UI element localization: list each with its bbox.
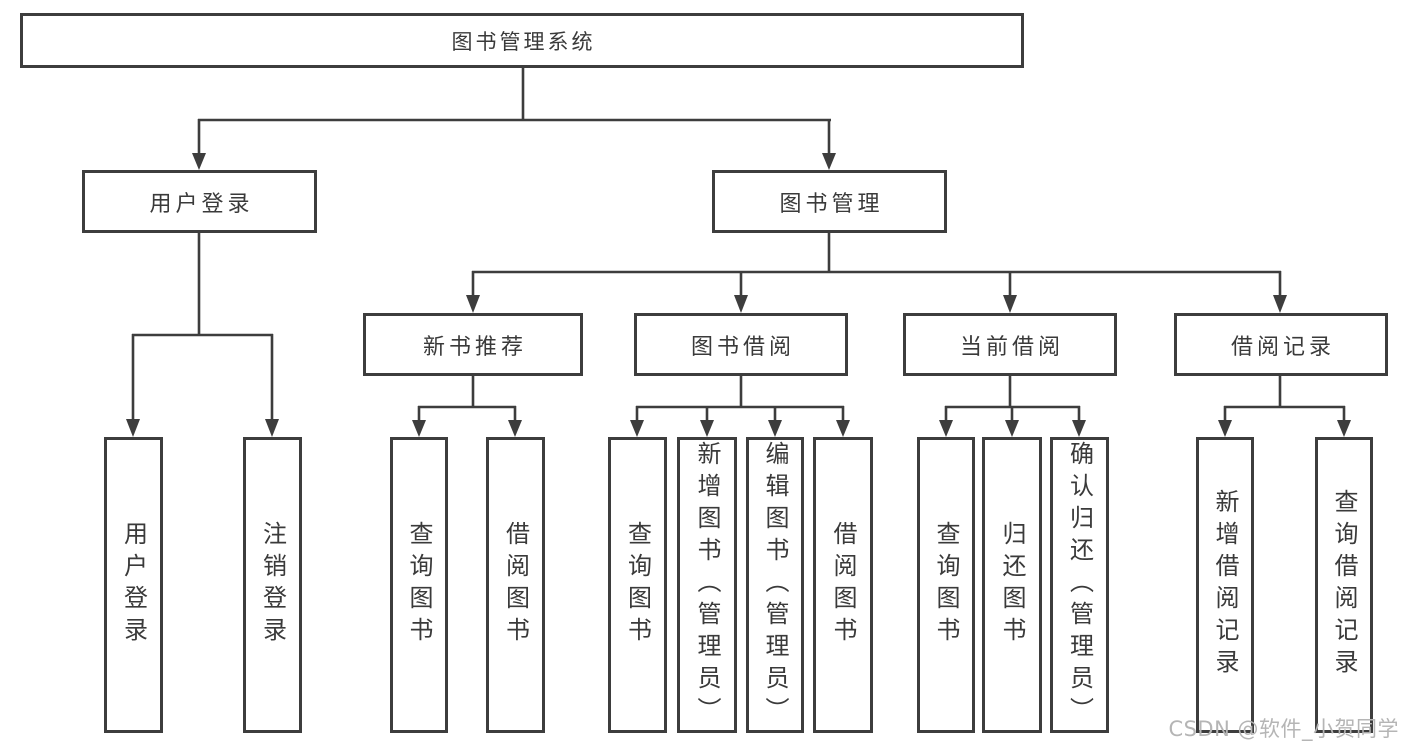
connector-user-login-branch <box>126 232 279 437</box>
leaf-borrow-books: 借阅图书 <box>813 437 873 733</box>
leaf-borrow-books-label: 借阅图书 <box>829 521 857 649</box>
leaf-confirm-return-admin-label: 确认归还（管理员） <box>1065 441 1094 729</box>
node-book-borrow-label: 图书借阅 <box>690 334 795 360</box>
node-user-login-label: 用户登录 <box>149 191 254 217</box>
leaf-query-books-recommend: 查询图书 <box>390 437 448 733</box>
connector-borrow-records-children <box>1218 375 1351 437</box>
leaf-query-books-current: 查询图书 <box>917 437 975 733</box>
leaf-query-books-borrow: 查询图书 <box>608 437 667 733</box>
leaf-user-login-label: 用户登录 <box>119 521 148 649</box>
node-root: 图书管理系统 <box>20 13 1024 68</box>
leaf-add-borrow-record-label: 新增借阅记录 <box>1211 489 1239 681</box>
node-user-login: 用户登录 <box>82 170 317 233</box>
leaf-add-book-admin-label: 新增图书（管理员） <box>693 441 721 729</box>
leaf-borrow-books-recommend-label: 借阅图书 <box>501 521 530 649</box>
leaf-query-books-current-label: 查询图书 <box>932 521 960 649</box>
leaf-edit-book-admin: 编辑图书（管理员） <box>746 437 804 733</box>
node-current-borrow-label: 当前借阅 <box>959 334 1064 360</box>
leaf-return-book-label: 归还图书 <box>998 521 1026 649</box>
leaf-edit-book-admin-label: 编辑图书（管理员） <box>761 441 789 729</box>
node-new-book-recommend: 新书推荐 <box>363 313 583 376</box>
node-book-management: 图书管理 <box>712 170 947 233</box>
node-book-borrow: 图书借阅 <box>634 313 848 376</box>
leaf-user-login: 用户登录 <box>104 437 163 733</box>
leaf-logout-label: 注销登录 <box>258 521 287 649</box>
leaf-borrow-books-recommend: 借阅图书 <box>486 437 545 733</box>
leaf-query-books-borrow-label: 查询图书 <box>623 521 652 649</box>
node-root-label: 图书管理系统 <box>451 29 596 54</box>
connector-book-management-to-level3 <box>466 232 1287 313</box>
node-current-borrow: 当前借阅 <box>903 313 1117 376</box>
leaf-return-book: 归还图书 <box>982 437 1042 733</box>
leaf-add-borrow-record: 新增借阅记录 <box>1196 437 1254 733</box>
node-book-management-label: 图书管理 <box>779 191 884 217</box>
connector-book-borrow-children <box>630 375 850 437</box>
leaf-query-borrow-record: 查询借阅记录 <box>1315 437 1373 733</box>
node-borrow-records: 借阅记录 <box>1174 313 1388 376</box>
connector-current-borrow-children <box>939 375 1086 437</box>
connector-root-to-level2 <box>192 68 836 170</box>
node-borrow-records-label: 借阅记录 <box>1230 334 1335 360</box>
csdn-watermark: CSDN @软件_小贺同学 <box>1168 717 1399 741</box>
node-new-book-recommend-label: 新书推荐 <box>422 334 527 360</box>
leaf-query-books-recommend-label: 查询图书 <box>405 521 433 649</box>
leaf-logout: 注销登录 <box>243 437 302 733</box>
leaf-confirm-return-admin: 确认归还（管理员） <box>1050 437 1109 733</box>
leaf-query-borrow-record-label: 查询借阅记录 <box>1330 489 1358 681</box>
connector-new-book-recommend-children <box>412 375 522 437</box>
leaf-add-book-admin: 新增图书（管理员） <box>677 437 737 733</box>
